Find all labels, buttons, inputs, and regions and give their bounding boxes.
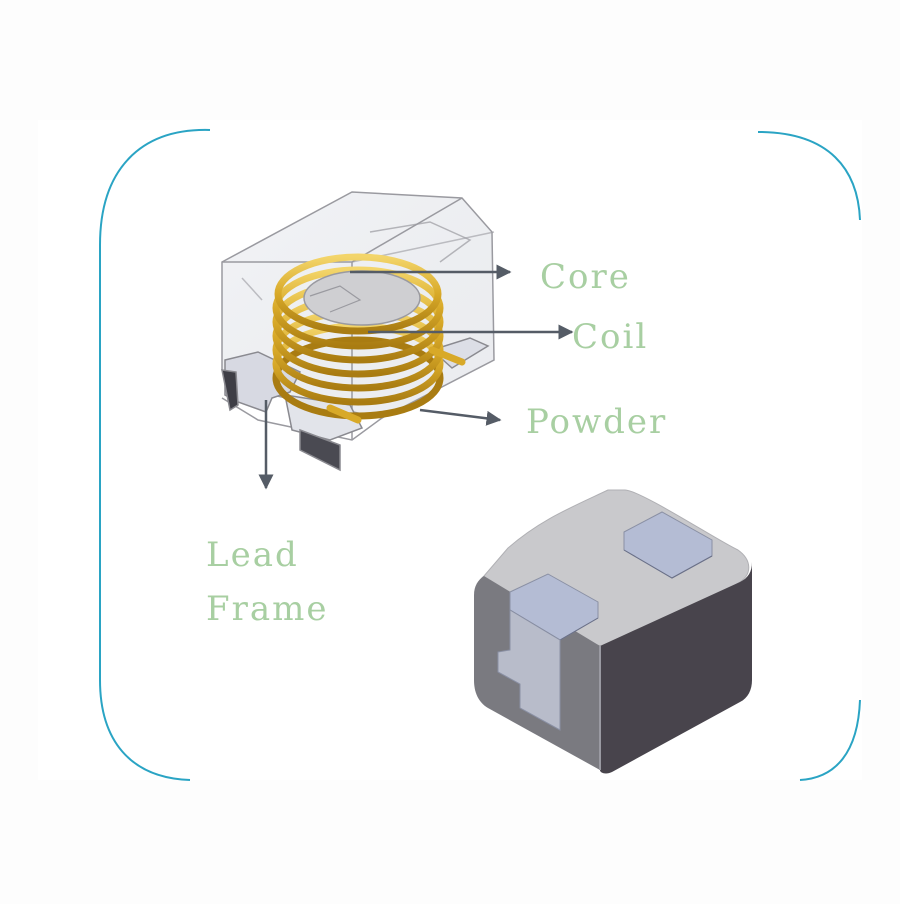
label-core: Core bbox=[540, 257, 631, 297]
terminals bbox=[497, 511, 713, 731]
core-disc bbox=[303, 270, 421, 326]
powder-arrow bbox=[419, 408, 502, 426]
assembled-inductor bbox=[474, 489, 752, 774]
label-frame: Frame bbox=[206, 589, 329, 629]
frame-border bbox=[99, 128, 861, 781]
exploded-inductor bbox=[221, 191, 574, 490]
leader-arrows bbox=[258, 264, 574, 490]
label-coil: Coil bbox=[572, 317, 649, 357]
label-powder: Powder bbox=[526, 402, 668, 442]
label-lead: Lead bbox=[206, 535, 299, 575]
